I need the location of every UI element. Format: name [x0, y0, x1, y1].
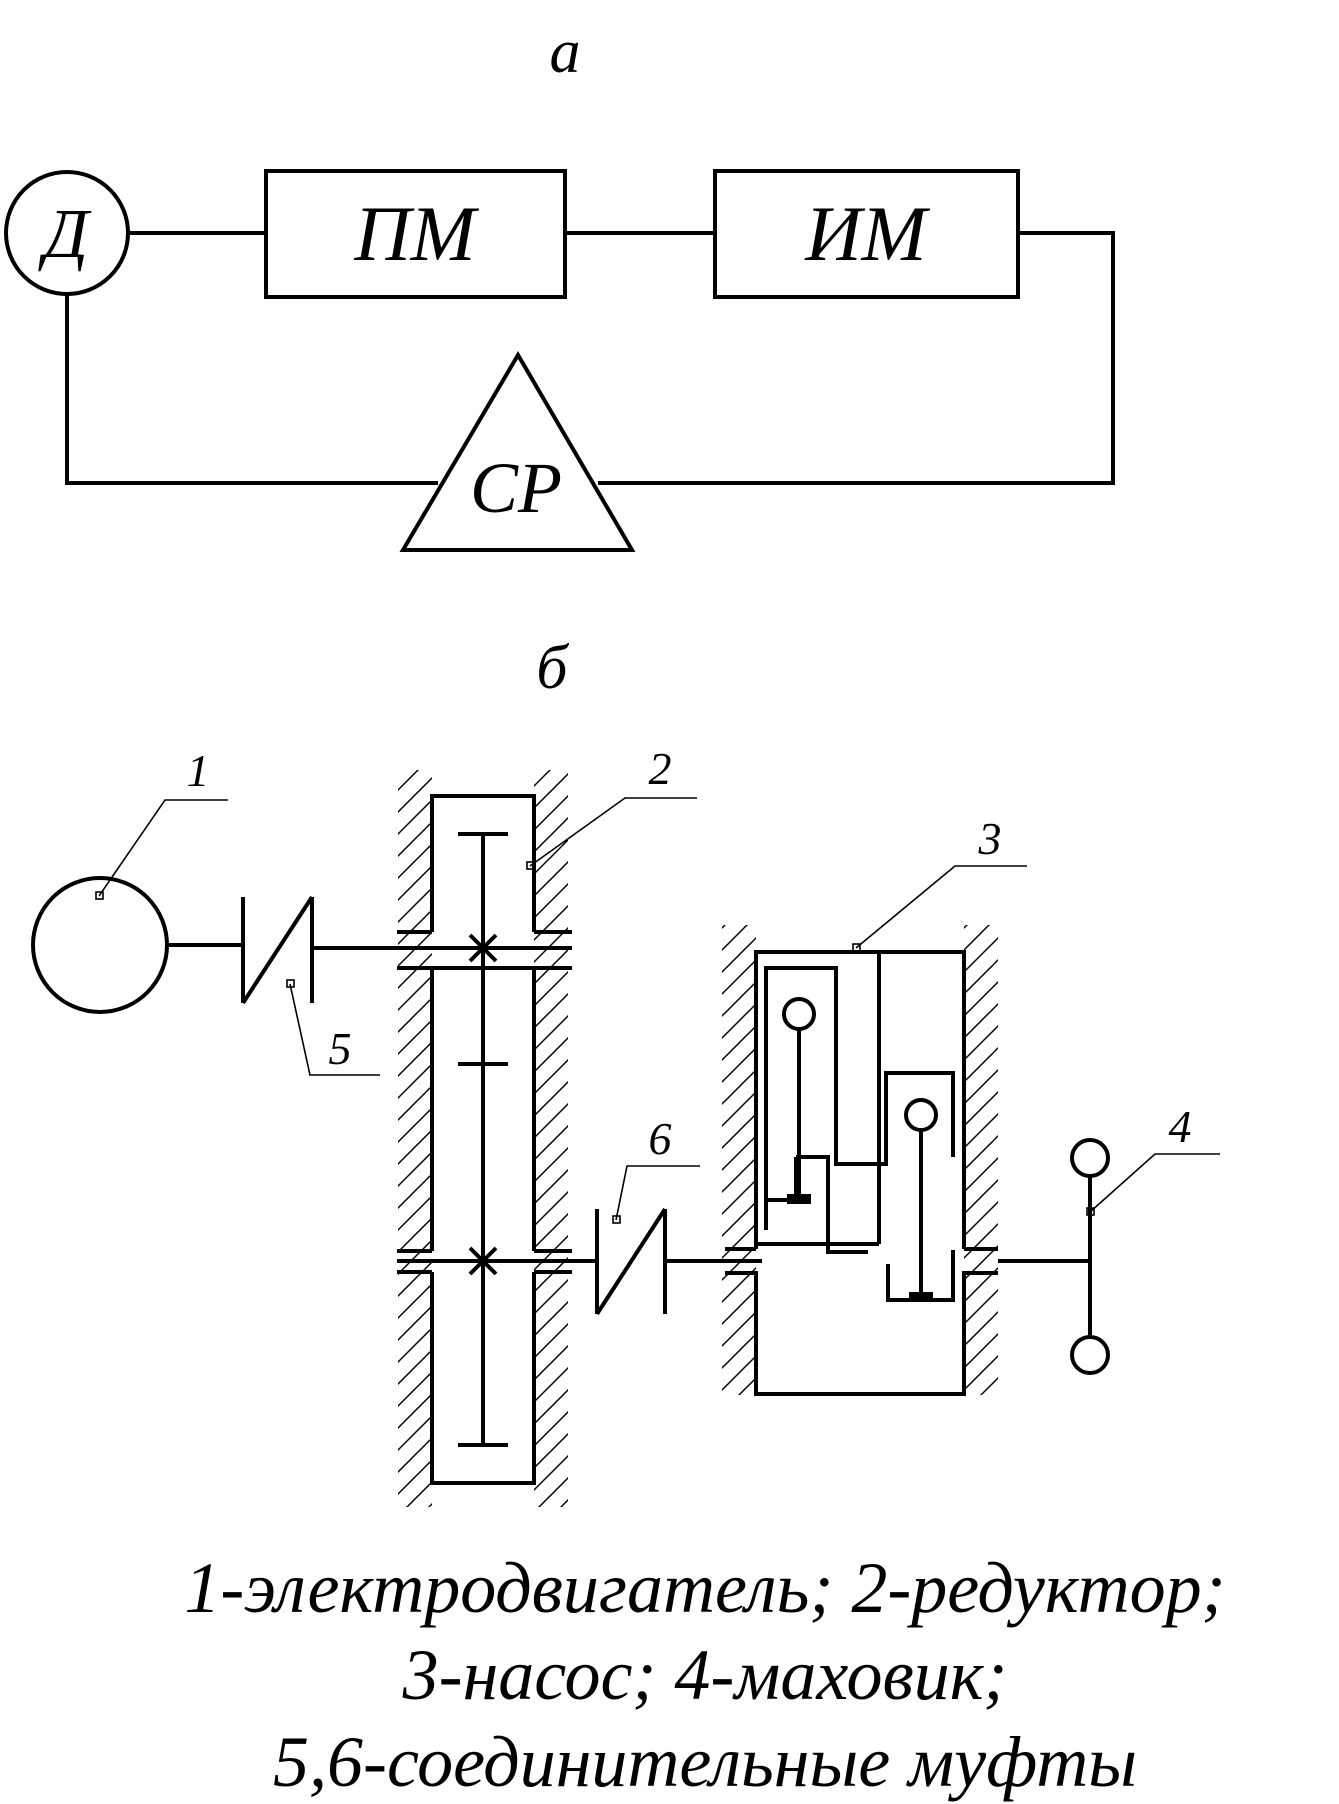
pump-hatch-right [964, 925, 998, 1395]
block-diagram-a: а Д ПМ ИМ СР [4, 18, 1115, 552]
caption: 1-электродвигатель; 2-редуктор; 3-насос;… [184, 1548, 1225, 1802]
callout-1: 1 [95, 745, 228, 900]
reducer-hatch-left [398, 770, 432, 1507]
caption-line-2: 3-насос; 4-маховик; [402, 1635, 1008, 1715]
callout-5: 5 [286, 979, 380, 1076]
motor-circle [4, 170, 130, 296]
callout-1-label: 1 [187, 745, 210, 796]
reducer-hatch-right [534, 770, 568, 1507]
reducer-gears [397, 832, 597, 1447]
kinematic-diagram-b: б [31, 634, 1220, 1507]
coupling-5 [241, 895, 314, 1005]
pump-housing [725, 950, 998, 1396]
regulator-label: СР [470, 448, 562, 528]
executive-block [713, 169, 1020, 299]
motor-label: Д [38, 196, 92, 273]
diagram-a-label: а [550, 18, 581, 86]
diagram-b-label: б [536, 634, 569, 702]
callout-3-label: 3 [978, 813, 1002, 864]
transmission-block [264, 169, 567, 299]
callout-2: 2 [526, 743, 697, 870]
callout-2-label: 2 [649, 743, 672, 794]
callout-4: 4 [1086, 1101, 1220, 1216]
callout-4-label: 4 [1169, 1101, 1192, 1152]
pump-hatch-left [722, 925, 756, 1395]
electric-motor-circle [31, 876, 169, 1014]
link-feedback-d [65, 294, 438, 485]
callout-5-label: 5 [329, 1023, 352, 1074]
callout-6: 6 [612, 1113, 700, 1224]
link-im-feedback [598, 231, 1115, 485]
coupling-6 [595, 1207, 667, 1316]
executive-label: ИМ [804, 190, 930, 277]
callout-6-label: 6 [649, 1113, 672, 1164]
regulator-triangle [399, 351, 636, 552]
caption-line-3: 5,6-соединительные муфты [273, 1722, 1137, 1802]
flywheel [1070, 1138, 1110, 1375]
callout-3: 3 [852, 813, 1027, 952]
caption-line-1: 1-электродвигатель; 2-редуктор; [184, 1548, 1225, 1628]
transmission-label: ПМ [353, 190, 479, 277]
